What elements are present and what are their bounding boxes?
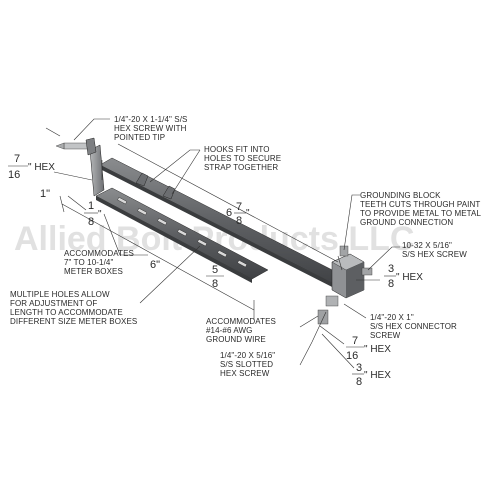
dim-denominator: 8: [388, 278, 394, 290]
callout-line: METER BOXES: [64, 267, 123, 276]
callout-grounding-block: GROUNDING BLOCK TEETH CUTS THROUGH PAINT…: [360, 191, 481, 227]
dim-1-8: 1 8 ": [84, 200, 102, 228]
callout-meter-boxes: ACCOMMODATES 7" TO 10-1/4" METER BOXES: [64, 249, 134, 276]
callout-line: 1/4"-20 X 5/16": [220, 351, 275, 360]
dim-numerator: 7: [352, 335, 358, 347]
dim-suffix: ": [246, 208, 250, 219]
callout-line: 10-32 X 5/16": [402, 241, 452, 250]
dim-suffix: " HEX: [364, 370, 391, 381]
callout-line: TEETH CUTS THROUGH PAINT: [360, 200, 480, 209]
dim-3-8-hex-right: 3 8 " HEX: [384, 263, 423, 290]
grounding-block: [317, 245, 373, 325]
callout-screw-tip: 1/4"-20 X 1-1/4" S/S HEX SCREW WITH POIN…: [114, 115, 188, 142]
dim-denominator: 8: [88, 216, 94, 228]
callout-line: S/S SLOTTED: [220, 360, 273, 369]
dim-whole: 6": [150, 259, 160, 271]
dim-whole: 6: [226, 207, 232, 219]
dim-denominator: 8: [236, 215, 242, 227]
callout-line: HEX SCREW: [220, 369, 270, 378]
left-bracket-end: [55, 137, 105, 197]
callout-line: POINTED TIP: [114, 133, 165, 142]
callout-line: LENGTH TO ACCOMMODATE: [10, 308, 123, 317]
callout-line: #14-#6 AWG: [206, 326, 253, 335]
dim-suffix: " HEX: [364, 344, 391, 355]
callout-line: STRAP TOGETHER: [204, 163, 278, 172]
leader-lines: [45, 118, 400, 369]
callout-line: TO PROVIDE METAL TO METAL: [360, 209, 481, 218]
dim-numerator: 7: [14, 153, 20, 165]
dim-numerator: 7: [236, 201, 242, 213]
dim-suffix: " HEX: [396, 272, 423, 283]
dim-6-7-8: 6 7 8 ": [226, 201, 250, 227]
callout-line: ACCOMMODATES: [206, 317, 276, 326]
callout-line: HEX SCREW WITH: [114, 124, 187, 133]
dim-3-8-hex-bottom: 3 8 " HEX: [352, 362, 391, 388]
callout-line: GROUND CONNECTION: [360, 218, 453, 227]
callout-line: FOR ADJUSTMENT OF: [10, 299, 97, 308]
dim-numerator: 1: [88, 200, 94, 212]
callout-line: GROUNDING BLOCK: [360, 191, 441, 200]
callout-line: SCREW: [370, 331, 401, 340]
dim-6-5-8: 6" 5 8: [150, 259, 224, 290]
dim-one-inch: 1": [40, 188, 50, 200]
callout-line: 7" TO 10-1/4": [64, 258, 113, 267]
callout-line: 1/4"-20 X 1-1/4" S/S: [114, 115, 188, 124]
slotted-strap: [95, 187, 269, 283]
dim-denominator: 8: [212, 278, 218, 290]
dim-suffix: " HEX: [28, 162, 55, 173]
dim-numerator: 5: [212, 264, 218, 276]
dim-7-16-hex-top: 7 16 " HEX: [8, 153, 55, 181]
callout-hooks: HOOKS FIT INTO HOLES TO SECURE STRAP TOG…: [204, 145, 281, 172]
callout-slotted-screw: 1/4"-20 X 5/16" S/S SLOTTED HEX SCREW: [220, 351, 275, 378]
dim-numerator: 3: [356, 362, 362, 374]
dim-7-16-hex-bottom: 7 16 " HEX: [346, 335, 391, 362]
callout-line: DIFFERENT SIZE METER BOXES: [10, 317, 137, 326]
callout-multiple-holes: MULTIPLE HOLES ALLOW FOR ADJUSTMENT OF L…: [10, 290, 137, 326]
callout-connector-screw: 1/4"-20 X 1" S/S HEX CONNECTOR SCREW: [370, 313, 457, 340]
dim-denominator: 16: [346, 350, 358, 362]
callout-line: HOOKS FIT INTO: [204, 145, 270, 154]
dim-numerator: 3: [388, 263, 394, 275]
callout-line: MULTIPLE HOLES ALLOW: [10, 290, 110, 299]
callout-line: 1/4"-20 X 1": [370, 313, 414, 322]
callout-10-32-screw: 10-32 X 5/16" S/S HEX SCREW: [402, 241, 467, 259]
callout-line: GROUND WIRE: [206, 335, 266, 344]
dim-denominator: 16: [8, 169, 20, 181]
callout-line: HOLES TO SECURE: [204, 154, 281, 163]
dim-suffix: ": [98, 209, 102, 220]
callout-line: S/S HEX CONNECTOR: [370, 322, 457, 331]
dim-denominator: 8: [356, 376, 362, 388]
callout-ground-wire: ACCOMMODATES #14-#6 AWG GROUND WIRE: [206, 317, 276, 344]
callout-line: S/S HEX SCREW: [402, 250, 467, 259]
callout-line: ACCOMMODATES: [64, 249, 134, 258]
